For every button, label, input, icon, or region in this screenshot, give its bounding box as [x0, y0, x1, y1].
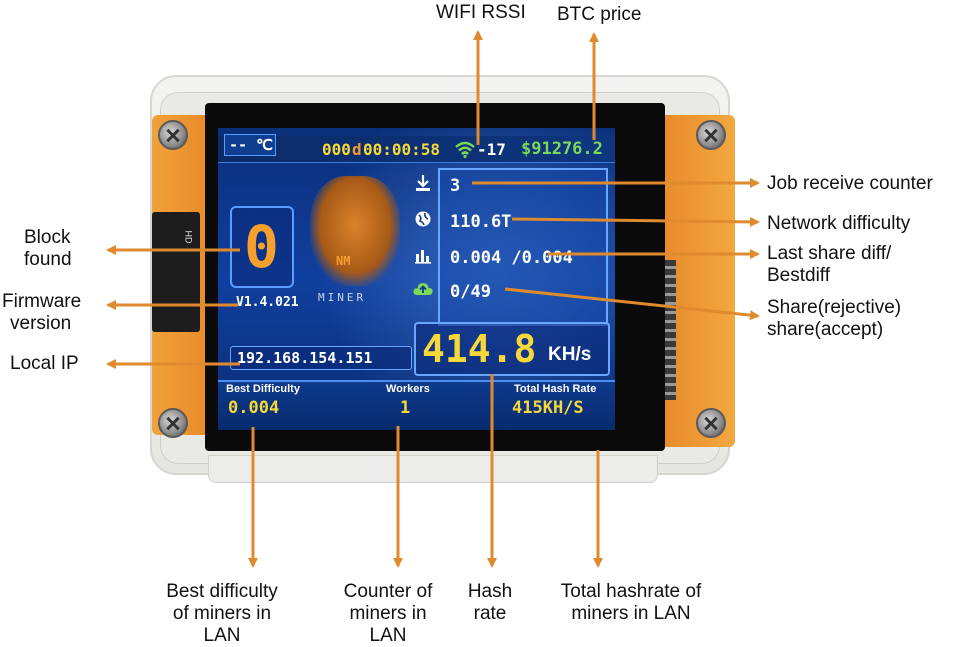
label-total-hashrate: Total hashrate of miners in LAN [536, 581, 726, 625]
label-hash-2: rate [473, 603, 507, 624]
hashrate-unit: KH/s [548, 344, 592, 365]
label-local-ip: Local IP [10, 353, 79, 374]
temperature-box: -- ℃ [224, 134, 276, 156]
pin-header [662, 260, 676, 400]
uptime-day-marker: d [352, 140, 362, 159]
uptime-days: 000 [322, 140, 351, 159]
label-counter-1: Counter of [343, 581, 433, 602]
download-icon [416, 175, 430, 191]
label-shares-1: Share(rejective) [767, 297, 902, 318]
label-block-found-2: found [24, 249, 72, 270]
label-network-difficulty: Network difficulty [767, 213, 911, 234]
screw-icon [696, 408, 726, 438]
label-block-found-1: Block [24, 227, 71, 248]
screw-icon [158, 120, 188, 150]
label-wifi-rssi: WIFI RSSI [436, 2, 526, 23]
chart-icon [415, 250, 431, 264]
label-counter-2: miners in [349, 603, 427, 624]
logo-subtext: MINER [318, 291, 367, 304]
label-best-difficulty-3: LAN [203, 625, 241, 646]
arrow-shares [504, 287, 760, 321]
network-difficulty-value: 110.6T [450, 212, 512, 232]
miner-logo [310, 176, 400, 286]
screw-icon [696, 120, 726, 150]
logo-text: NM [336, 254, 351, 268]
total-hash-title: Total Hash Rate [514, 383, 597, 395]
wifi-rssi-value: -17 [477, 140, 506, 159]
shares-value: 0/49 [450, 282, 491, 302]
firmware-value: V1.4.021 [236, 295, 299, 310]
hashrate-box: 414.8 KH/s [414, 322, 610, 376]
arrow-network-difficulty [511, 216, 760, 227]
best-difficulty-value: 0.004 [228, 398, 280, 418]
device-base [208, 455, 658, 483]
local-ip-box: 192.168.154.151 [230, 346, 412, 370]
screw-icon [158, 408, 188, 438]
label-best-difficulty: Best difficulty of miners in LAN [142, 581, 302, 647]
local-ip-value: 192.168.154.151 [237, 349, 373, 367]
block-found-box: 0 [230, 206, 294, 288]
usb-connector: HD [152, 212, 200, 332]
label-job-counter: Job receive counter [767, 173, 933, 194]
best-difficulty-title: Best Difficulty [226, 383, 300, 395]
total-hash-value: 415KH/S [512, 398, 584, 418]
label-share-diff-2: Bestdiff [767, 265, 831, 286]
lcd-screen: -- ℃ 000 d 00:00:58 -17 $91276.2 0 V1.4.… [218, 128, 615, 430]
block-found-value: 0 [244, 213, 279, 281]
label-hash-1: Hash [467, 581, 513, 602]
uptime-time: 00:00:58 [363, 140, 441, 159]
label-best-difficulty-1: Best difficulty [166, 581, 278, 602]
wifi-icon [455, 141, 475, 158]
cloud-upload-icon [413, 283, 433, 295]
label-total-2: miners in LAN [571, 603, 691, 624]
status-bar [218, 136, 615, 163]
label-total-1: Total hashrate of [560, 581, 702, 602]
stats-panel [438, 168, 608, 326]
job-counter-value: 3 [450, 176, 461, 196]
label-share-diff-1: Last share diff/ [767, 243, 892, 264]
label-firmware-1: Firmware [2, 291, 82, 312]
btc-price-value: $91276.2 [521, 139, 603, 159]
workers-value: 1 [400, 398, 411, 418]
label-firmware-2: version [10, 313, 72, 334]
share-diff-value: 0.004 /0.004 [450, 248, 573, 268]
label-btc-price: BTC price [557, 4, 642, 25]
lan-stats-bar [218, 380, 615, 430]
hashrate-value: 414.8 [422, 327, 537, 371]
label-best-difficulty-2: of miners in [172, 603, 272, 624]
workers-title: Workers [386, 383, 430, 395]
label-counter: Counter of miners in LAN [328, 581, 448, 647]
globe-icon [415, 211, 431, 227]
label-counter-3: LAN [369, 625, 407, 646]
temperature-value: -- ℃ [229, 136, 273, 154]
label-hash-rate: Hash rate [458, 581, 522, 625]
label-shares-2: share(accept) [767, 319, 884, 340]
